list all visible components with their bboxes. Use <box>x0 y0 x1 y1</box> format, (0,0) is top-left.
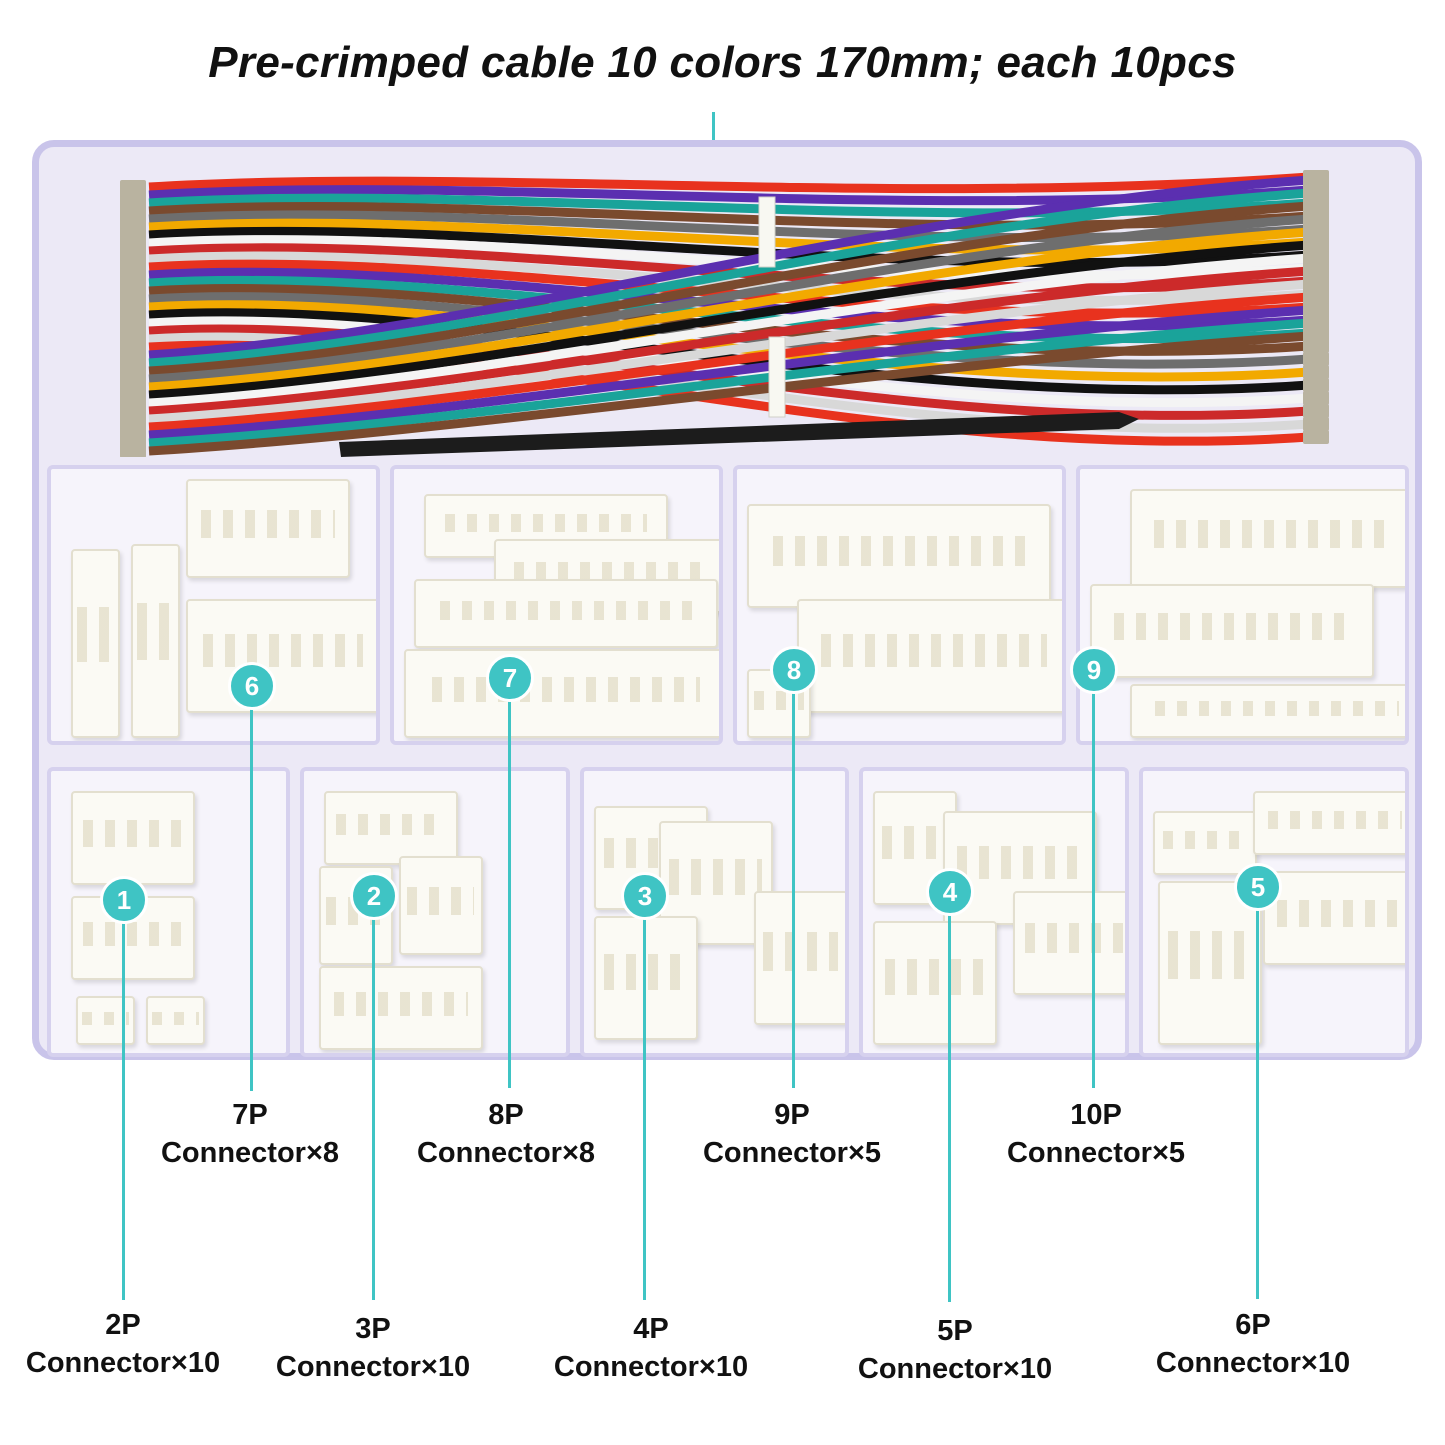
wire <box>148 188 1310 368</box>
crimp-terminal <box>1303 404 1329 418</box>
compartment-2p <box>47 767 290 1057</box>
crimp-terminal <box>1303 316 1329 330</box>
label-2p: 2P Connector×10 <box>0 1306 246 1382</box>
wire <box>148 266 1310 416</box>
pointer-line-9 <box>1092 670 1095 1088</box>
marker-badge-2: 2 <box>350 872 398 920</box>
label-8p-count: Connector×8 <box>416 1137 596 1169</box>
cable-tie <box>758 196 776 268</box>
crimp-terminal <box>1303 251 1329 265</box>
label-3p-count: Connector×10 <box>275 1351 471 1383</box>
crimp-terminal <box>1303 430 1329 444</box>
crimp-terminal <box>1303 391 1329 405</box>
compartment-grid-bottom <box>47 767 1409 1057</box>
label-7p: 7P Connector×8 <box>130 1096 370 1172</box>
marker-badge-3: 3 <box>621 872 669 920</box>
marker-badge-6: 6 <box>228 662 276 710</box>
marker-badge-1: 1 <box>100 876 148 924</box>
crimp-terminal <box>1303 378 1329 392</box>
crimp-terminal <box>1303 290 1329 304</box>
label-2p-size: 2P <box>105 1309 141 1341</box>
crimp-terminal <box>1303 303 1329 317</box>
label-9p-count: Connector×5 <box>702 1137 882 1169</box>
label-8p-size: 8P <box>488 1099 524 1131</box>
wire <box>148 292 1310 432</box>
crimp-terminal <box>1303 417 1329 431</box>
label-5p-size: 5P <box>937 1315 973 1347</box>
crimp-terminal <box>1303 277 1329 291</box>
crimp-terminal <box>1303 173 1329 187</box>
crimp-terminal <box>1303 225 1329 239</box>
label-4p: 4P Connector×10 <box>528 1310 774 1386</box>
compartment-9p <box>733 465 1066 745</box>
crimp-terminal <box>1303 352 1329 366</box>
compartment-7p <box>47 465 380 745</box>
pointer-line-8 <box>792 670 795 1088</box>
label-3p-size: 3P <box>355 1313 391 1345</box>
wire <box>148 227 1310 392</box>
label-6p-size: 6P <box>1235 1309 1271 1341</box>
label-4p-size: 4P <box>633 1313 669 1345</box>
label-6p-count: Connector×10 <box>1155 1347 1351 1379</box>
cable-bundle <box>120 170 1329 457</box>
tweezers <box>339 412 1139 457</box>
compartment-6p <box>1139 767 1409 1057</box>
label-5p: 5P Connector×10 <box>832 1312 1078 1388</box>
marker-badge-4: 4 <box>926 868 974 916</box>
wire <box>148 253 1310 408</box>
marker-badge-9: 9 <box>1070 646 1118 694</box>
compartment-5p <box>859 767 1130 1057</box>
marker-badge-7: 7 <box>486 654 534 702</box>
crimp-terminal <box>1303 186 1329 200</box>
crimp-terminal <box>1303 329 1329 343</box>
title: Pre-crimped cable 10 colors 170mm; each … <box>208 38 1237 87</box>
label-2p-count: Connector×10 <box>25 1347 221 1379</box>
label-4p-count: Connector×10 <box>553 1351 749 1383</box>
wire <box>148 318 1310 448</box>
pointer-line-4 <box>948 892 951 1302</box>
cable-tie <box>768 336 786 418</box>
crimp-terminal <box>1303 264 1329 278</box>
crimp-terminal <box>1303 365 1329 379</box>
compartment-grid <box>47 465 1409 1055</box>
wire <box>148 172 1310 194</box>
label-8p: 8P Connector×8 <box>386 1096 626 1172</box>
crimp-terminal <box>120 444 146 457</box>
label-7p-count: Connector×8 <box>160 1137 340 1169</box>
label-10p-count: Connector×5 <box>1006 1137 1186 1169</box>
wire <box>148 175 1310 360</box>
crimp-terminal <box>1303 199 1329 213</box>
storage-box <box>32 140 1422 1060</box>
label-9p-size: 9P <box>774 1099 810 1131</box>
wire <box>148 201 1310 376</box>
label-3p: 3P Connector×10 <box>250 1310 496 1386</box>
wire <box>148 214 1310 384</box>
label-10p: 10P Connector×5 <box>976 1096 1216 1172</box>
label-10p-size: 10P <box>1070 1099 1122 1131</box>
crimp-terminal <box>1303 212 1329 226</box>
marker-badge-5: 5 <box>1234 863 1282 911</box>
wire <box>148 279 1310 424</box>
pointer-line-2 <box>372 895 375 1300</box>
pointer-line-3 <box>643 895 646 1300</box>
label-5p-count: Connector×10 <box>857 1353 1053 1385</box>
wire <box>148 305 1310 440</box>
pointer-line-6 <box>250 686 253 1091</box>
wire <box>148 331 1310 456</box>
crimp-terminal <box>1303 238 1329 252</box>
label-6p: 6P Connector×10 <box>1130 1306 1376 1382</box>
compartment-4p <box>579 767 850 1057</box>
marker-badge-8: 8 <box>770 646 818 694</box>
pointer-line-5 <box>1256 887 1259 1299</box>
pointer-line-1 <box>122 900 125 1300</box>
compartment-10p <box>1076 465 1409 745</box>
label-9p: 9P Connector×5 <box>672 1096 912 1172</box>
compartment-8p <box>390 465 723 745</box>
label-7p-size: 7P <box>232 1099 268 1131</box>
compartment-3p <box>299 767 570 1057</box>
wire <box>148 240 1310 400</box>
pointer-line-7 <box>508 678 511 1088</box>
